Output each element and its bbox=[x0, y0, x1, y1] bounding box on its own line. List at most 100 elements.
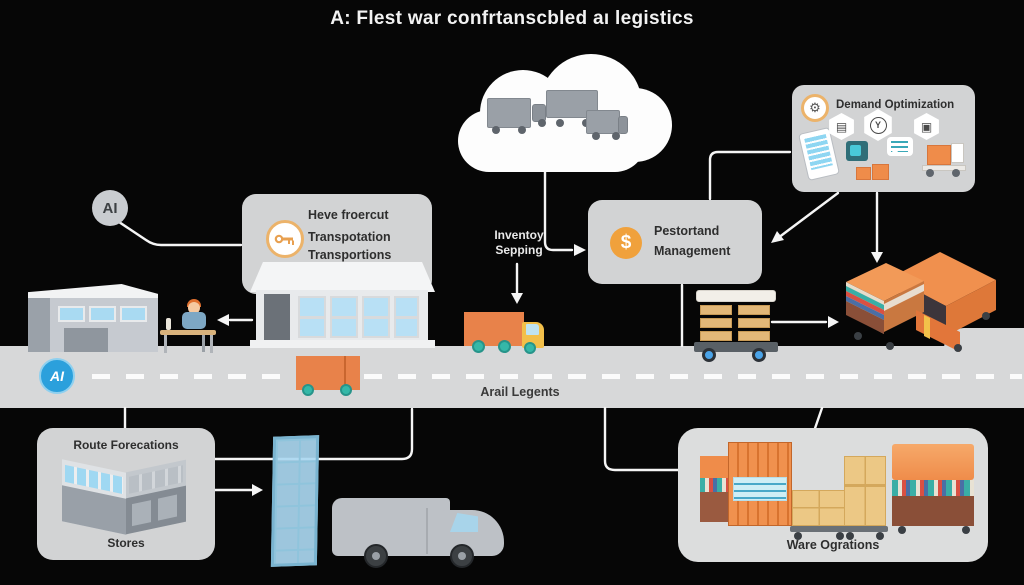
dollar-icon: $ bbox=[610, 227, 642, 259]
package-icon bbox=[872, 164, 889, 180]
arrow-route-panel bbox=[252, 484, 263, 496]
fleet-line1: Heve froercut bbox=[308, 208, 389, 222]
wheel bbox=[498, 340, 511, 353]
cart-wheel bbox=[752, 348, 766, 362]
warehouse-side bbox=[28, 298, 50, 352]
store-base bbox=[250, 340, 435, 348]
arrow-demand-management bbox=[771, 231, 784, 243]
van-door-line bbox=[426, 508, 428, 554]
container-seam bbox=[344, 356, 346, 390]
management-line2: Management bbox=[654, 244, 731, 258]
dolly-wheel bbox=[876, 532, 884, 540]
scanner-icon bbox=[846, 141, 868, 161]
desk bbox=[160, 330, 216, 335]
road-right-edge bbox=[944, 328, 1024, 348]
store-roof bbox=[250, 262, 435, 292]
shelf-cart bbox=[692, 288, 780, 362]
line-management-to-demand bbox=[708, 150, 792, 201]
fleet-cloud bbox=[452, 52, 672, 174]
package-icon bbox=[856, 167, 871, 180]
wheel bbox=[340, 384, 352, 396]
route-caption: Stores bbox=[107, 536, 145, 550]
road-dashed-line bbox=[92, 374, 1022, 379]
desk-leg bbox=[164, 335, 167, 353]
cardboard-boxes bbox=[792, 490, 846, 526]
store-window bbox=[298, 296, 326, 338]
route-title: Route Forecations bbox=[73, 438, 179, 452]
dolly bbox=[842, 526, 888, 532]
cart-canopy bbox=[696, 290, 776, 302]
store-window bbox=[330, 296, 358, 338]
dolly-wheel bbox=[898, 526, 906, 534]
arrow-inventory-truck bbox=[511, 293, 523, 304]
van-wheel bbox=[450, 544, 474, 568]
slat-crate bbox=[728, 442, 792, 526]
diagram-title: A: Flest war confrtanscbled aı legistics bbox=[330, 8, 694, 29]
container-stack-top bbox=[892, 444, 974, 480]
demand-optimization-box: ⚙ Demand Optimization ▤ Y ▣ bbox=[792, 85, 975, 192]
cardboard-box-stack bbox=[844, 456, 886, 526]
line-road-to-wareops bbox=[603, 406, 680, 472]
van-wheel bbox=[364, 544, 388, 568]
delivery-van bbox=[332, 490, 504, 568]
clock-hex-icon: Y bbox=[864, 109, 892, 141]
wheel bbox=[524, 342, 536, 354]
warehouse-garage-door bbox=[64, 328, 108, 352]
store-building-left-wing bbox=[62, 459, 126, 535]
fleet-line3: Transportions bbox=[308, 248, 392, 262]
management-line1: Pestortand bbox=[654, 224, 720, 238]
inventory-line2: Sepping bbox=[495, 243, 543, 257]
cart-icon bbox=[922, 131, 968, 177]
store-window bbox=[394, 296, 419, 338]
chair-leg bbox=[202, 335, 205, 352]
wareops-caption: Ware Ogrations bbox=[786, 538, 880, 552]
bottle bbox=[166, 318, 171, 330]
wheel bbox=[472, 340, 485, 353]
fleet-line2: Transpotation bbox=[308, 230, 391, 244]
line-demand-to-management bbox=[776, 191, 840, 240]
store-door bbox=[264, 294, 290, 340]
gear-icon: ⚙ bbox=[801, 94, 829, 122]
ai-badge: AI bbox=[92, 190, 128, 226]
dolly-wheel bbox=[962, 526, 970, 534]
inventory-label: Inventoy Sepping bbox=[479, 228, 559, 258]
building-lower bbox=[126, 485, 186, 535]
crate-label bbox=[733, 477, 787, 501]
warehouse-window bbox=[120, 306, 147, 322]
arrow-into-management bbox=[574, 244, 586, 256]
speech-bubble-icon bbox=[887, 137, 913, 156]
shipping-containers bbox=[828, 244, 998, 356]
line-ai-to-fleet bbox=[108, 214, 243, 247]
demand-title: Demand Optimization bbox=[836, 99, 955, 111]
road-label: Arail Legents bbox=[480, 385, 560, 399]
truck-window bbox=[526, 324, 539, 335]
wheel bbox=[302, 384, 314, 396]
warehouse-operations-box: Ware Ogrations bbox=[678, 428, 988, 562]
person-at-desk bbox=[160, 296, 220, 354]
dolly-wheel bbox=[846, 532, 854, 540]
van-windshield bbox=[450, 513, 478, 532]
ai-road-logo: AI bbox=[39, 358, 75, 394]
warehouse-building bbox=[28, 284, 158, 352]
management-box: $ Pestortand Management bbox=[588, 200, 762, 284]
cart-wheel bbox=[702, 348, 716, 362]
store-building bbox=[250, 262, 435, 348]
store-building-right-wing bbox=[126, 459, 186, 535]
person-head bbox=[188, 302, 200, 314]
grid-hex-icon: ▤ bbox=[829, 113, 854, 140]
inventory-line1: Inventoy bbox=[494, 228, 544, 242]
dolly bbox=[790, 526, 848, 532]
clock-face: Y bbox=[869, 116, 887, 134]
desk-leg bbox=[210, 335, 213, 353]
dolly-wheel bbox=[794, 532, 802, 540]
warehouse-window bbox=[89, 306, 116, 322]
store-window bbox=[362, 296, 390, 338]
glass-door-panel bbox=[270, 435, 320, 567]
warehouse-window bbox=[58, 306, 85, 322]
cart-base bbox=[694, 342, 778, 352]
route-box: Route Forecations Stores bbox=[37, 428, 215, 560]
dolly-wheel bbox=[836, 532, 844, 540]
person-torso bbox=[182, 312, 206, 329]
key-icon bbox=[266, 220, 304, 258]
